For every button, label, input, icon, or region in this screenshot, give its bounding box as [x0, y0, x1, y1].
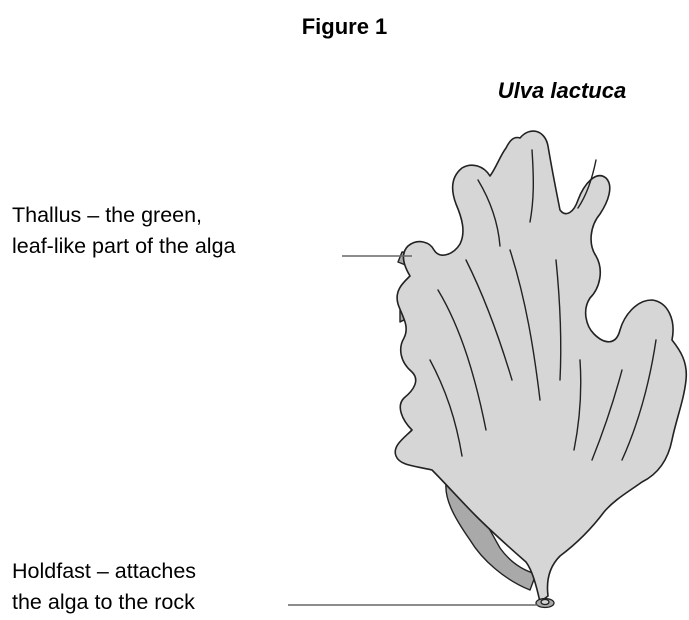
- holdfast: [536, 599, 554, 608]
- thallus-blade: [395, 131, 686, 602]
